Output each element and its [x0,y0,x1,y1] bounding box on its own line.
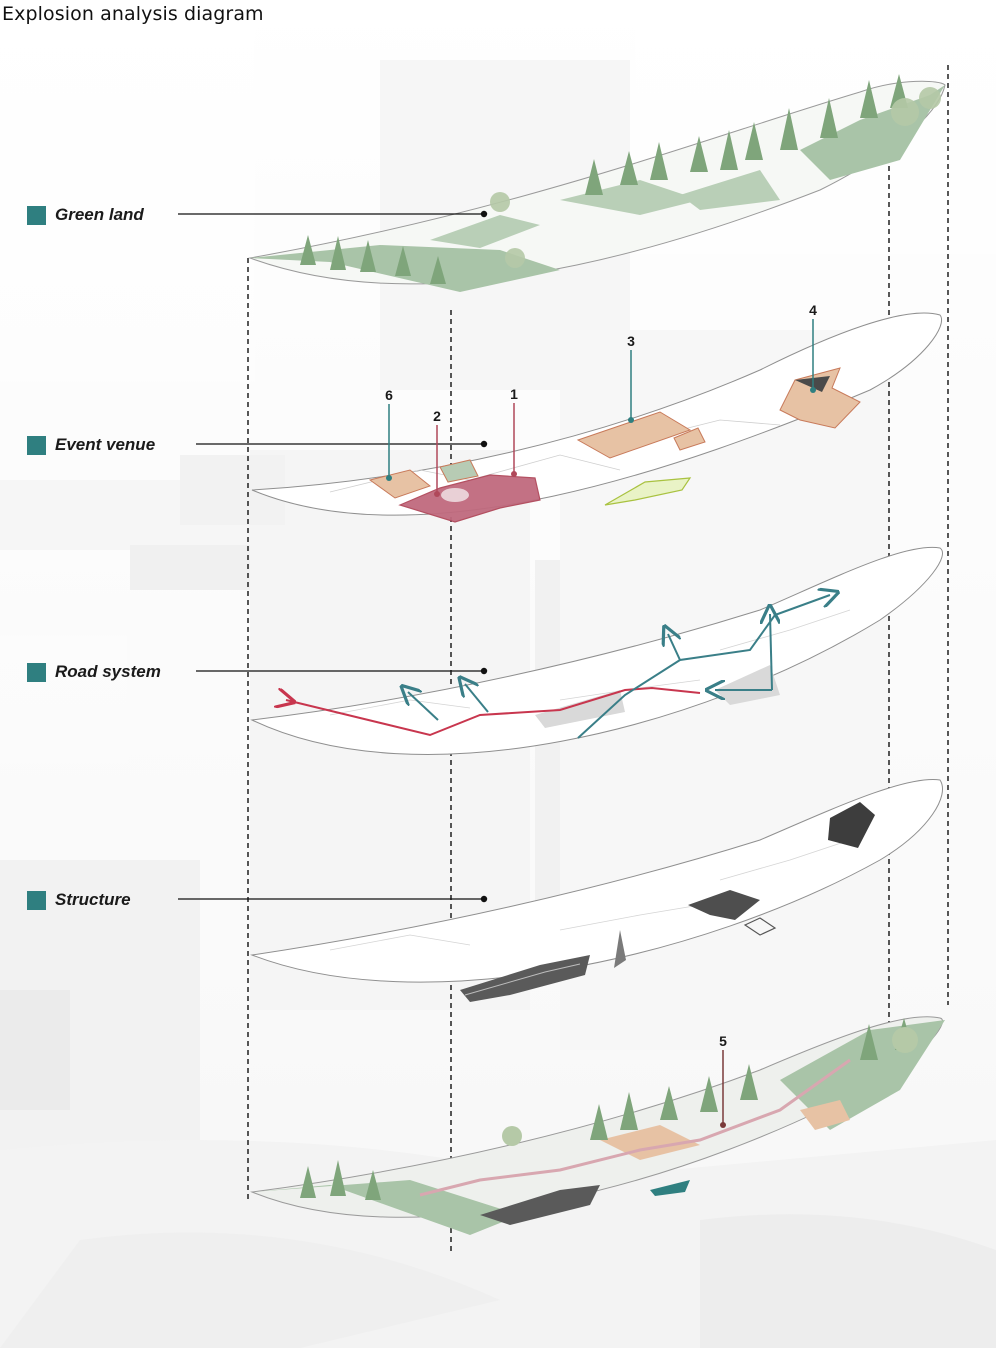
marker-4: 4 [809,302,817,393]
legend-item-green-land: Green land [27,205,144,225]
green-land-layer [248,74,946,292]
marker-2: 2 [433,408,441,497]
marker-1-label: 1 [510,386,518,402]
page-title: Explosion analysis diagram [2,3,264,25]
leader-end-dots [480,210,488,903]
marker-1: 1 [510,386,518,477]
legend-swatch [27,662,46,682]
marker-5-label: 5 [719,1033,727,1049]
road-system-layer [250,546,943,755]
legend-item-event-venue: Event venue [27,435,155,455]
structure-layer [250,779,943,1002]
legend-swatch [27,205,46,225]
marker-4-label: 4 [809,302,817,318]
legend-swatch [27,435,46,455]
legend-leaders [178,213,484,900]
legend-label: Structure [55,890,131,909]
legend-swatch [27,890,46,910]
marker-3: 3 [627,333,635,423]
marker-callouts: 1 2 3 4 5 [385,302,817,1128]
marker-3-label: 3 [627,333,635,349]
event-venue-layer [251,312,942,523]
marker-6: 6 [385,387,393,481]
legend-label: Event venue [55,435,156,454]
legend-item-structure: Structure [27,890,131,910]
marker-5: 5 [719,1033,727,1128]
combined-layer [250,1016,945,1235]
legend-item-road-system: Road system [27,662,161,682]
legend-label: Road system [55,662,161,681]
marker-6-label: 6 [385,387,393,403]
legend-label: Green land [55,205,144,224]
marker-2-label: 2 [433,408,441,424]
